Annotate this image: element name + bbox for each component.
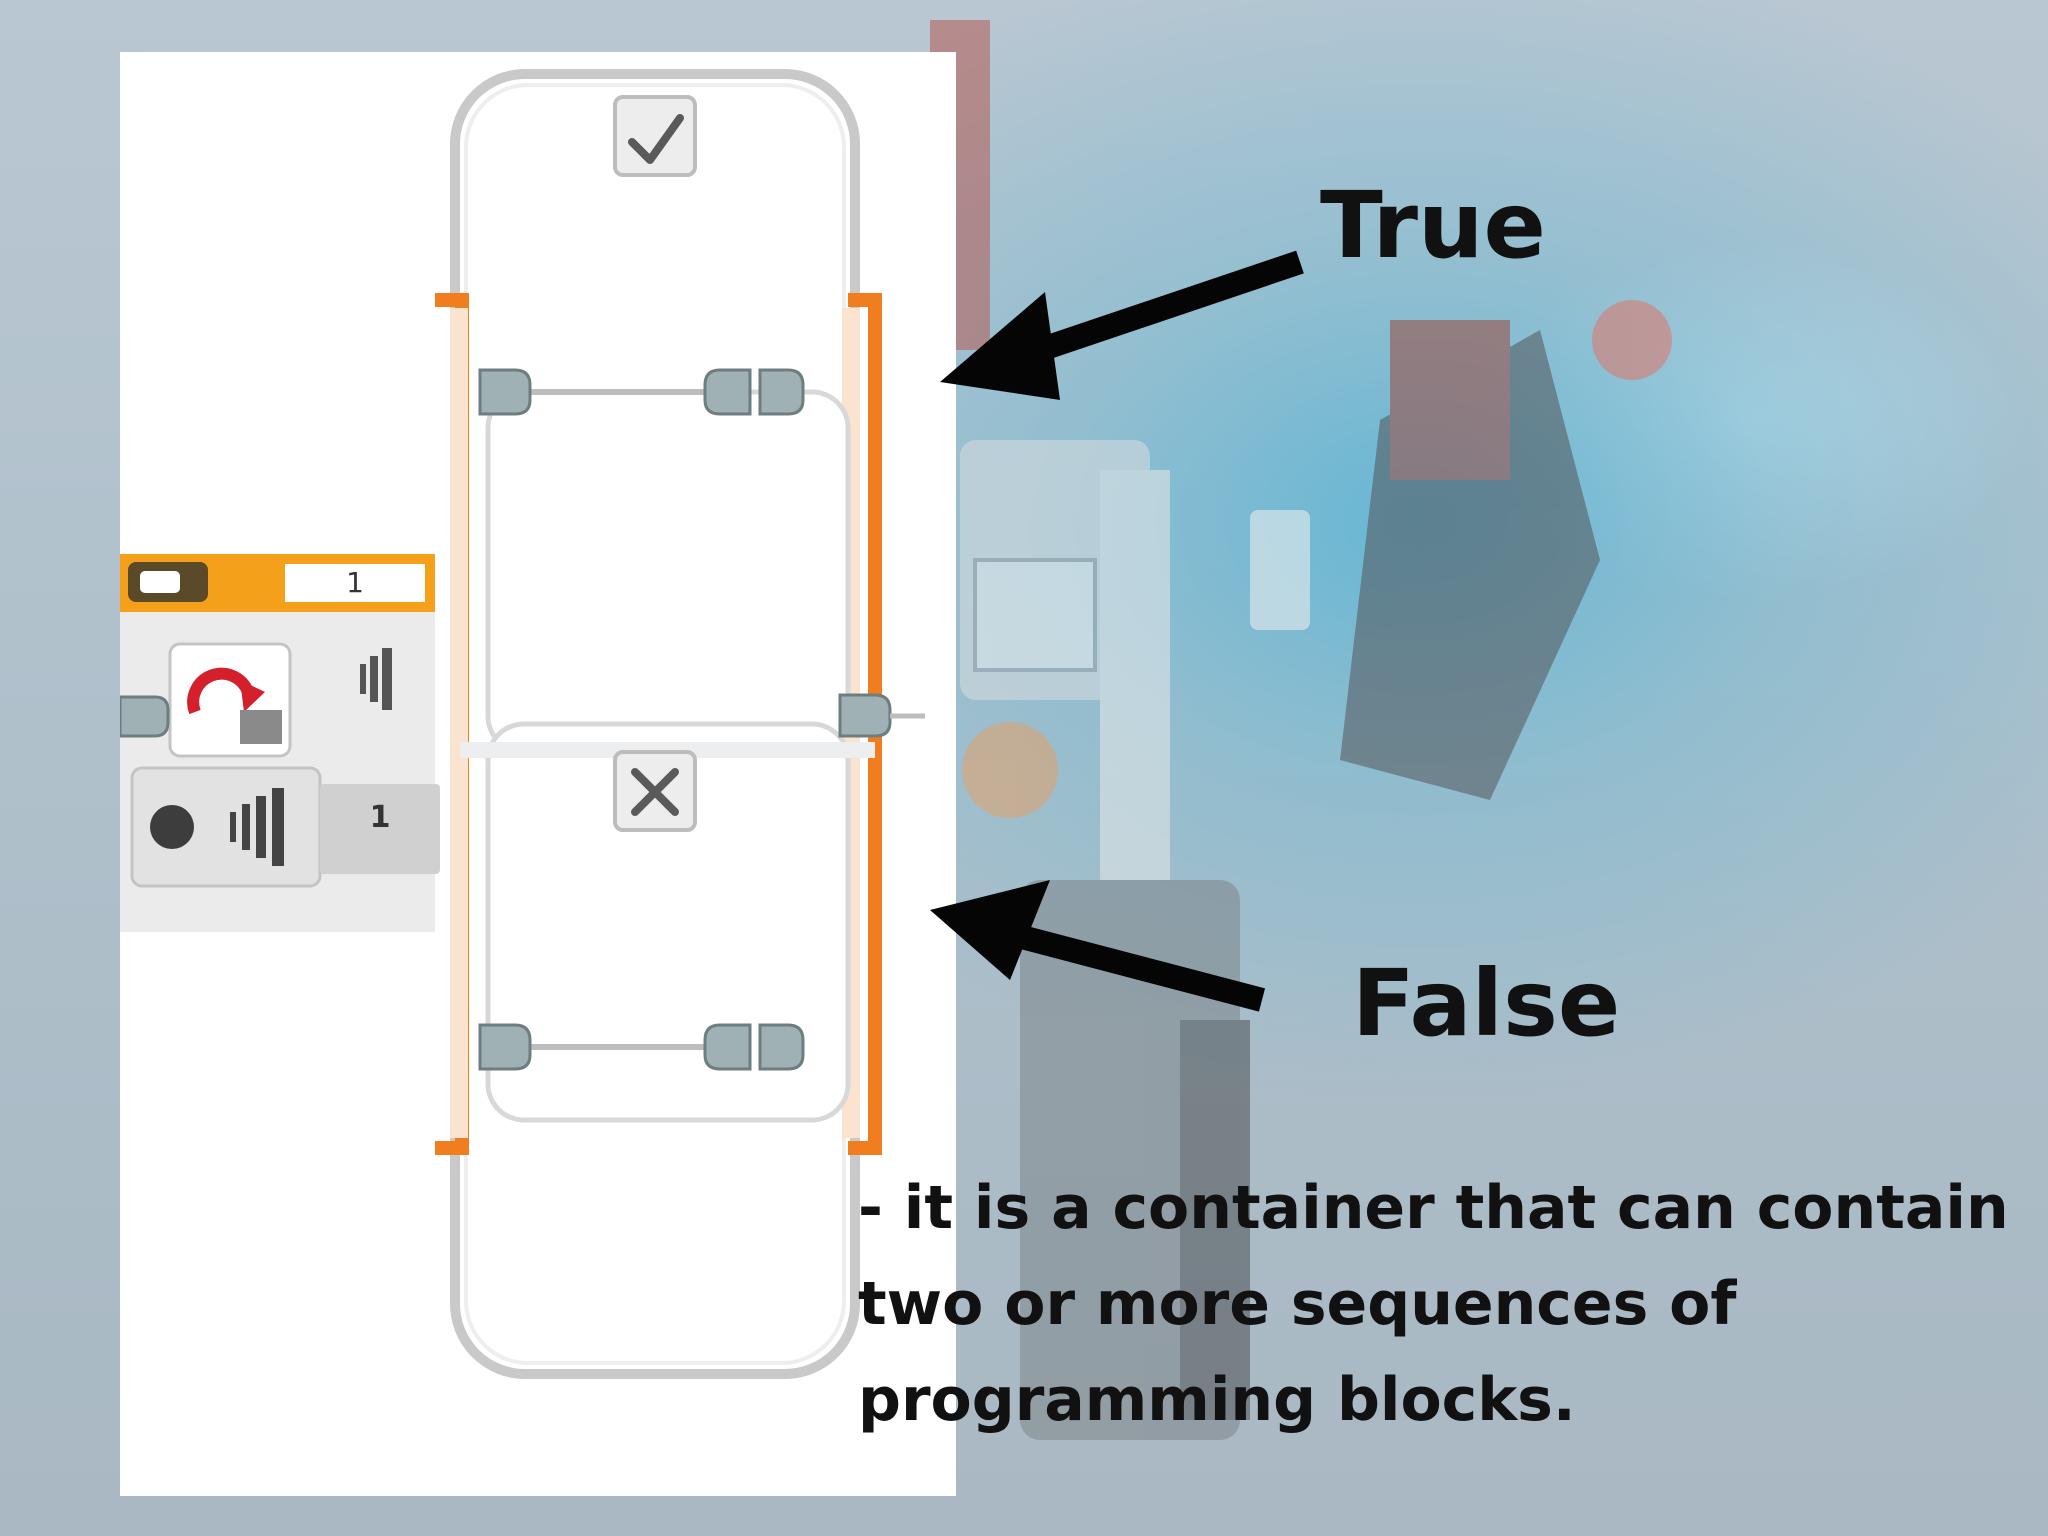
switch-block-diagram: 1 1 bbox=[120, 69, 925, 1379]
switch-header-bar[interactable] bbox=[120, 554, 435, 612]
sensor-glyph-icon bbox=[240, 710, 282, 744]
description-line: two or more sequences of bbox=[858, 1269, 1737, 1339]
false-case-tab[interactable] bbox=[613, 750, 697, 832]
switch-exit-plug[interactable] bbox=[838, 693, 925, 738]
port-value-field[interactable] bbox=[320, 784, 440, 874]
false-label: False bbox=[1352, 950, 1621, 1057]
true-case-tab[interactable] bbox=[613, 95, 697, 177]
sequence-plug-out-icon bbox=[703, 368, 752, 416]
robot-ball bbox=[1592, 300, 1672, 380]
port-value-text: 1 bbox=[370, 800, 391, 835]
description-text: - it is a container that can contain two… bbox=[858, 1160, 2018, 1448]
description-line: - it is a container that can contain bbox=[858, 1173, 2009, 1243]
header-value-text: 1 bbox=[346, 566, 364, 599]
sequence-plug-in-icon bbox=[478, 1023, 532, 1071]
robot-sensor bbox=[1250, 510, 1310, 630]
robot-arm-joint bbox=[1390, 320, 1510, 480]
compare-icon bbox=[150, 805, 194, 849]
sequence-plug-icon bbox=[758, 368, 805, 416]
threshold-bar-icon bbox=[230, 788, 284, 866]
true-arrow bbox=[940, 250, 1304, 400]
false-arrow bbox=[930, 880, 1266, 1012]
robot-side-panel bbox=[1100, 470, 1170, 890]
false-case-area[interactable] bbox=[485, 721, 851, 1123]
left-rail-shade bbox=[450, 308, 468, 1138]
robot-button bbox=[962, 722, 1058, 818]
check-icon bbox=[628, 114, 684, 164]
loop-arrow-head bbox=[240, 680, 265, 712]
sequence-plug-out-icon bbox=[703, 1023, 752, 1071]
sequence-plug-in-icon bbox=[478, 368, 532, 416]
header-value-field[interactable] bbox=[285, 564, 425, 602]
robot-track bbox=[1180, 1020, 1250, 1420]
switch-entry-plug-icon[interactable] bbox=[120, 695, 170, 738]
true-sequence-wire[interactable] bbox=[478, 368, 805, 416]
false-sequence-wire[interactable] bbox=[478, 1023, 805, 1071]
header-mode-glyph bbox=[140, 571, 180, 593]
robot-screen bbox=[973, 558, 1097, 672]
x-icon bbox=[631, 768, 679, 816]
input-bar-icon bbox=[360, 648, 392, 710]
sequence-plug-icon bbox=[758, 1023, 805, 1071]
true-label: True bbox=[1320, 172, 1546, 279]
description-line: programming blocks. bbox=[858, 1365, 1576, 1435]
